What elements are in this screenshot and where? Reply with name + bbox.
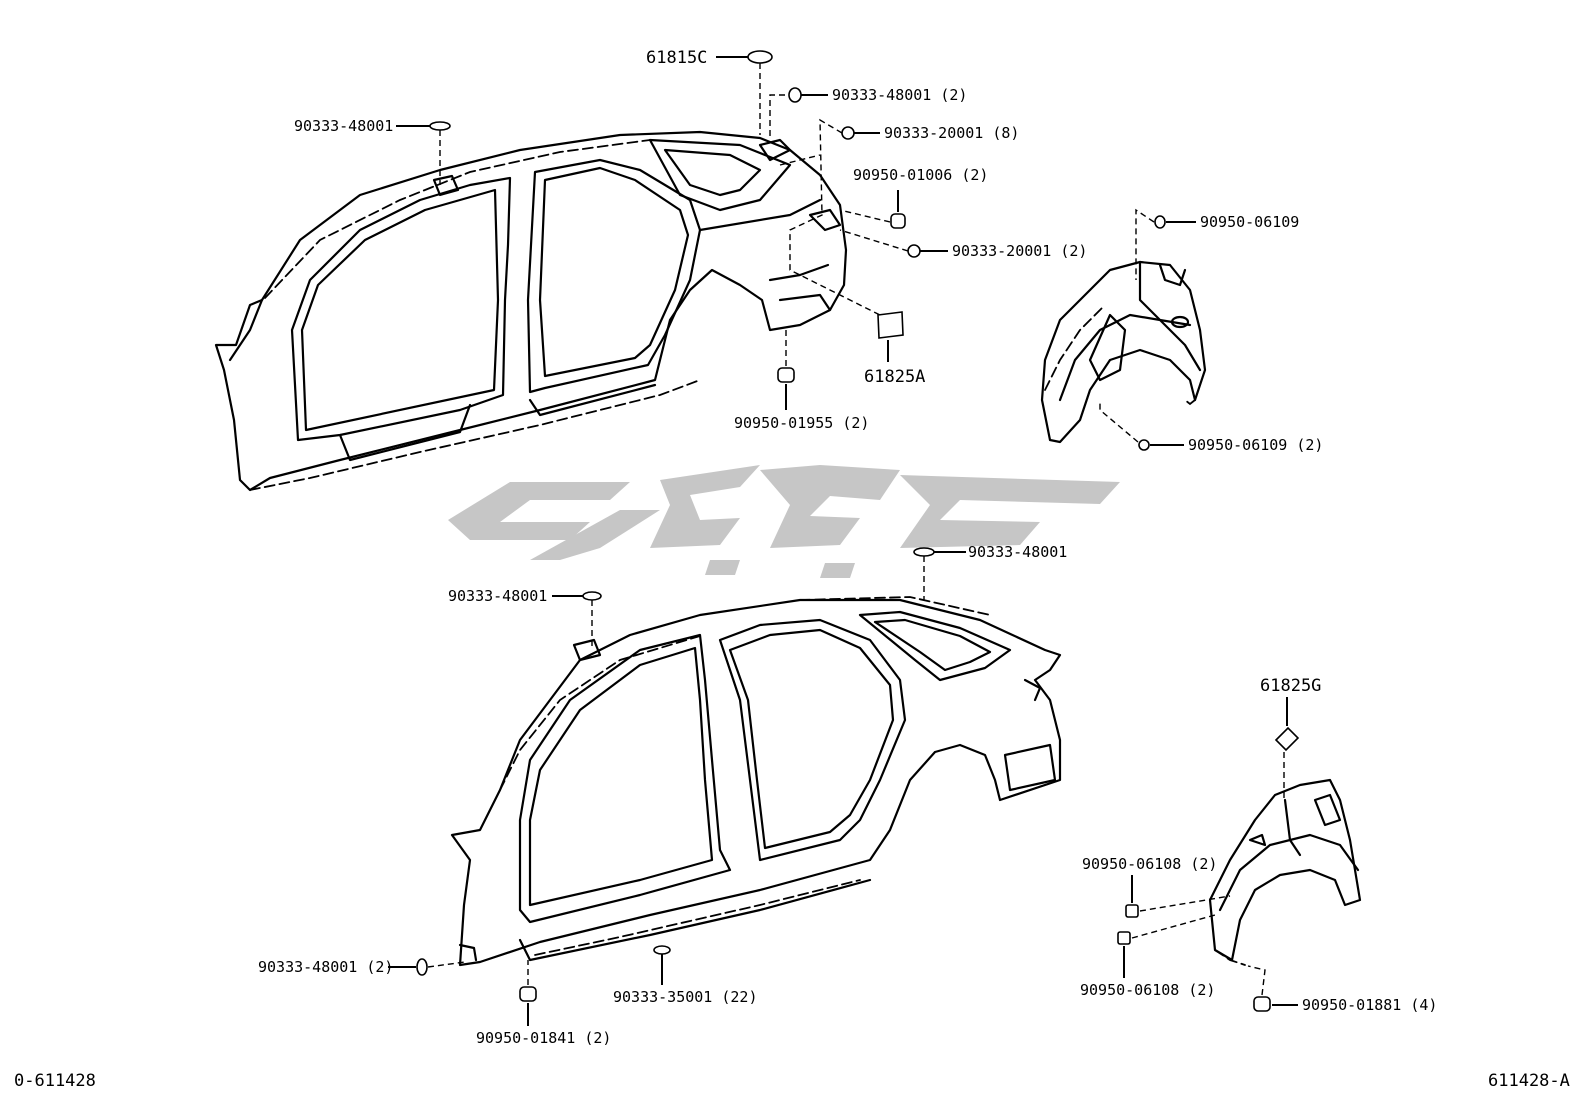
plug-icon xyxy=(416,958,428,976)
nut-icon xyxy=(519,986,537,1002)
label-90333-48001-top: 90333-48001 (2) xyxy=(832,86,967,104)
label-90333-48001-roof: 90333-48001 xyxy=(968,543,1067,561)
nut-icon xyxy=(1125,904,1139,918)
label-90950-06109-top: 90950-06109 xyxy=(1200,213,1299,231)
plug-icon xyxy=(841,126,855,140)
plug-icon xyxy=(429,121,451,131)
label-90333-48001-left: 90333-48001 xyxy=(294,117,393,135)
nut-icon xyxy=(777,367,795,383)
plug-icon xyxy=(582,591,602,601)
plug-icon xyxy=(1138,439,1150,451)
lower-left-leaders xyxy=(388,547,966,1026)
label-90950-01006: 90950-01006 (2) xyxy=(853,166,988,184)
upper-wheel-house xyxy=(1040,208,1207,451)
label-61815c: 61815C xyxy=(646,48,707,68)
label-90333-48001-rear: 90333-48001 (2) xyxy=(258,958,393,976)
nut-icon xyxy=(1253,996,1271,1012)
label-90333-20001-8: 90333-20001 (8) xyxy=(884,124,1019,142)
upper-side-panel xyxy=(214,130,848,492)
label-90333-35001: 90333-35001 (22) xyxy=(613,988,758,1006)
label-90950-01881: 90950-01881 (4) xyxy=(1302,996,1437,1014)
lower-wheel-house xyxy=(1117,697,1362,1012)
label-61825g: 61825G xyxy=(1260,676,1321,696)
label-90333-48001-a: 90333-48001 xyxy=(448,587,547,605)
label-90950-06109-bot: 90950-06109 (2) xyxy=(1188,436,1323,454)
label-90950-01955: 90950-01955 (2) xyxy=(734,414,869,432)
nut-icon xyxy=(1117,931,1131,945)
plug-icon xyxy=(913,547,935,557)
plug-icon xyxy=(788,87,802,103)
watermark-logo xyxy=(448,465,1120,578)
label-90950-06108-a: 90950-06108 (2) xyxy=(1082,855,1217,873)
nut-icon xyxy=(890,213,906,229)
labels: 61815C 90333-48001 (2) 90333-20001 (8) 9… xyxy=(14,48,1570,1091)
label-90333-20001-2: 90333-20001 (2) xyxy=(952,242,1087,260)
plug-icon xyxy=(1154,215,1166,229)
lower-side-panel xyxy=(450,596,1062,967)
label-90950-06108-b: 90950-06108 (2) xyxy=(1080,981,1215,999)
plug-icon xyxy=(653,945,671,955)
footer-left-code: 0-611428 xyxy=(14,1071,96,1091)
plug-icon xyxy=(907,244,921,258)
cap-icon xyxy=(877,311,904,339)
label-90950-01841: 90950-01841 (2) xyxy=(476,1029,611,1047)
footer-right-code: 611428-A xyxy=(1488,1071,1570,1091)
label-61825a: 61825A xyxy=(864,367,925,387)
upper-left-leaders xyxy=(396,50,948,410)
grommet-icon xyxy=(747,50,773,64)
cap-icon xyxy=(1274,726,1300,752)
